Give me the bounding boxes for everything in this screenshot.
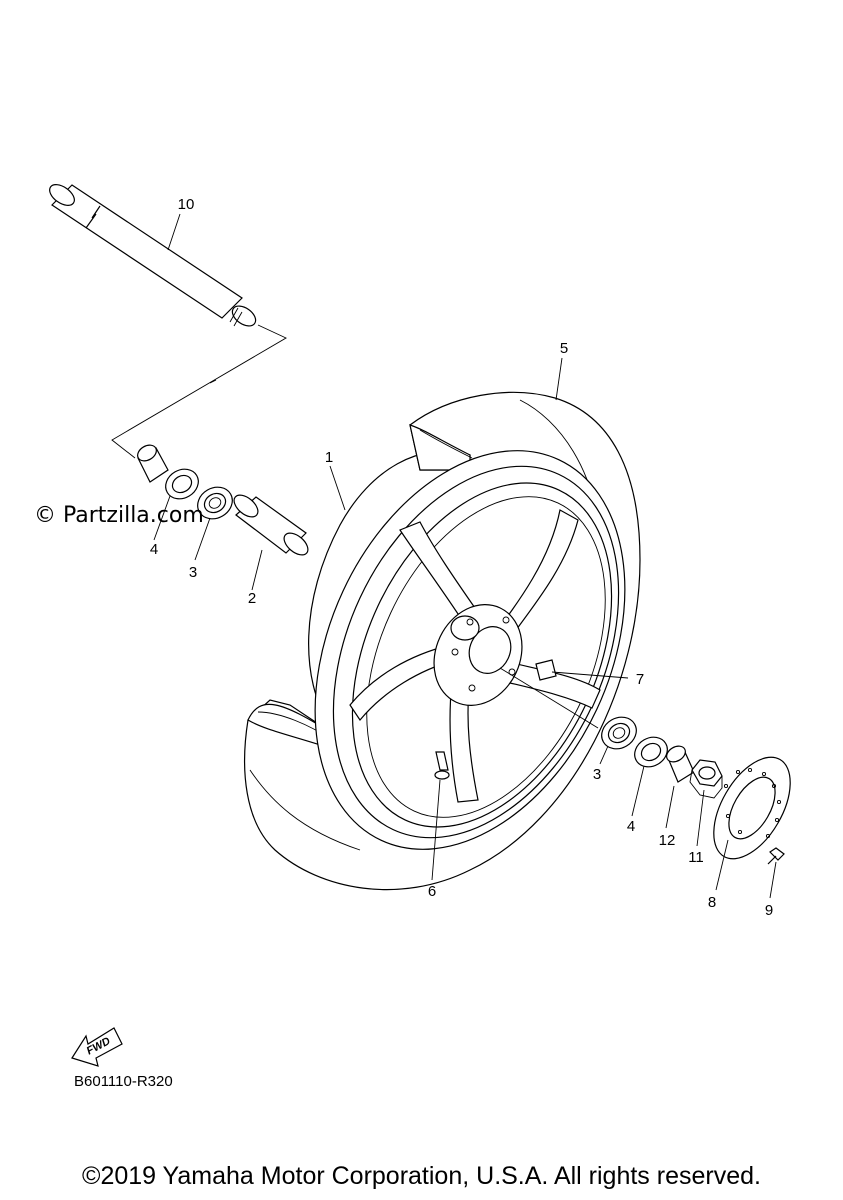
cast-wheel-rim[interactable] xyxy=(254,401,685,900)
callout-11: 11 xyxy=(688,849,704,866)
diagram-code: B601110-R320 xyxy=(74,1073,173,1090)
callout-12: 12 xyxy=(659,832,676,849)
left-oil-seal[interactable] xyxy=(160,463,203,504)
right-collar[interactable] xyxy=(664,743,695,783)
left-collar[interactable] xyxy=(135,442,169,483)
callout-4-right: 4 xyxy=(627,818,635,835)
callout-3-left: 3 xyxy=(189,564,197,581)
left-bearing[interactable] xyxy=(192,481,238,525)
axle-nut[interactable] xyxy=(689,759,723,799)
front-axle[interactable] xyxy=(46,180,259,330)
callout-5: 5 xyxy=(560,340,568,357)
callout-1: 1 xyxy=(325,449,333,466)
disc-bolt[interactable] xyxy=(767,847,785,865)
callout-6: 6 xyxy=(428,883,436,900)
axle-path-line xyxy=(111,324,287,459)
fwd-arrow-icon: FWD xyxy=(71,1027,123,1067)
right-bearing[interactable] xyxy=(596,711,642,755)
callout-9: 9 xyxy=(765,902,773,919)
callout-8: 8 xyxy=(708,894,716,911)
leader-lines xyxy=(153,213,777,899)
wheel-spacer[interactable] xyxy=(230,491,312,559)
path-tick xyxy=(209,379,217,384)
callout-10: 10 xyxy=(178,196,195,213)
callout-4-left: 4 xyxy=(150,541,158,558)
watermark: © Partzilla.com xyxy=(34,503,204,528)
right-oil-seal[interactable] xyxy=(629,731,672,772)
copyright-notice: ©2019 Yamaha Motor Corporation, U.S.A. A… xyxy=(82,1162,761,1190)
brake-disc[interactable] xyxy=(698,745,806,872)
callout-7: 7 xyxy=(636,671,644,688)
callout-2: 2 xyxy=(248,590,256,607)
callout-3-right: 3 xyxy=(593,766,601,783)
